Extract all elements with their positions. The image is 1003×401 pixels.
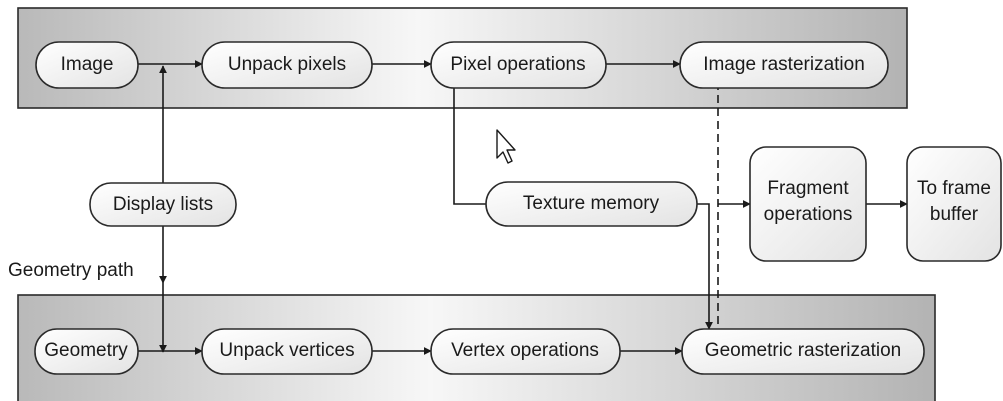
node-texture-memory: Texture memory xyxy=(485,181,698,227)
svg-text:Fragment: Fragment xyxy=(767,178,849,199)
node-unpack-pixels: Unpack pixels xyxy=(201,41,373,89)
edge-pixel-operations-to-texture-memory xyxy=(453,82,495,205)
svg-text:Image rasterization: Image rasterization xyxy=(703,54,865,75)
node-display-lists: Display lists xyxy=(89,182,237,227)
svg-text:To frame: To frame xyxy=(917,178,991,199)
node-geometry: Geometry xyxy=(34,328,139,375)
svg-text:operations: operations xyxy=(764,204,853,225)
geometry-path-label: Geometry path xyxy=(8,260,134,281)
svg-text:Geometric rasterization: Geometric rasterization xyxy=(705,340,901,361)
svg-text:Image: Image xyxy=(61,54,114,75)
svg-text:Texture memory: Texture memory xyxy=(523,193,660,214)
node-fragment-operations: Fragment operations xyxy=(749,146,867,262)
svg-text:buffer: buffer xyxy=(930,204,979,225)
mouse-cursor-icon xyxy=(496,129,516,164)
node-pixel-operations: Pixel operations xyxy=(430,41,607,89)
node-vertex-operations: Vertex operations xyxy=(430,328,621,375)
svg-text:Unpack vertices: Unpack vertices xyxy=(219,340,354,361)
node-image: Image xyxy=(35,41,139,89)
svg-text:Display lists: Display lists xyxy=(113,194,213,215)
edge-texture-memory-to-geometric-rasterization xyxy=(697,203,713,330)
node-image-rasterization: Image rasterization xyxy=(679,41,889,89)
svg-text:Geometry: Geometry xyxy=(44,340,128,361)
node-to-frame-buffer: To frame buffer xyxy=(906,146,1002,262)
svg-text:Unpack pixels: Unpack pixels xyxy=(228,54,346,75)
svg-text:Pixel operations: Pixel operations xyxy=(450,54,585,75)
node-geometric-rasterization: Geometric rasterization xyxy=(681,328,925,375)
node-unpack-vertices: Unpack vertices xyxy=(201,328,373,375)
svg-text:Vertex operations: Vertex operations xyxy=(451,340,599,361)
